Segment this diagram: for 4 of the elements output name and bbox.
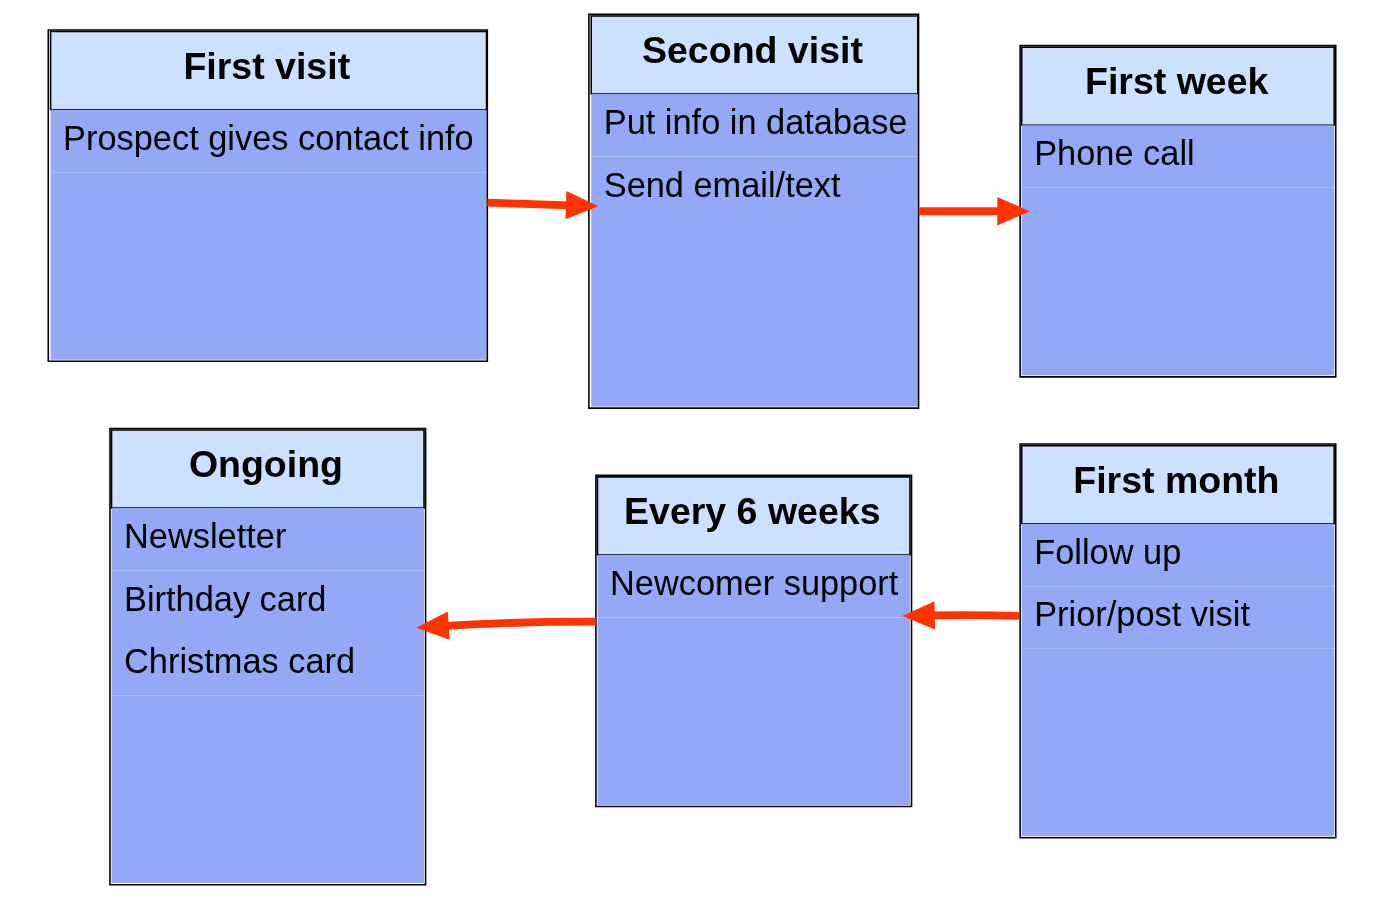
arrow [901, 601, 1020, 630]
arrow [486, 191, 598, 220]
arrow [918, 197, 1030, 226]
arrow [415, 611, 596, 640]
